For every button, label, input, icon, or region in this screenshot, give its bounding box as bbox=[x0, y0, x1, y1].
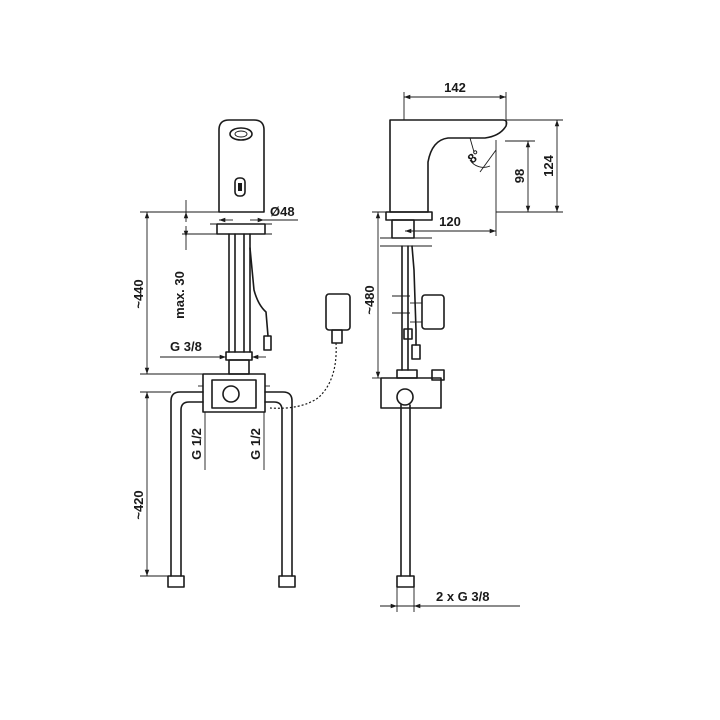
dim-124: 124 bbox=[541, 154, 556, 176]
dim-98: 98 bbox=[512, 169, 527, 183]
left-supply-pipe bbox=[170, 391, 204, 577]
supply-tubes-side bbox=[401, 245, 409, 371]
dim-8-degrees: 8° bbox=[465, 147, 484, 166]
front-view: Ø48 ~440 max. 30 G 3/8 G 1/2 G 1/2 ~420 bbox=[131, 119, 351, 588]
sensor-cable-side bbox=[411, 245, 417, 346]
pipe-fitting-side bbox=[396, 575, 415, 588]
sensor-cable-front bbox=[249, 247, 269, 337]
valve-nut-top bbox=[225, 351, 253, 361]
mounting-flange-front bbox=[216, 223, 266, 235]
control-box-side bbox=[421, 294, 445, 330]
control-box-front bbox=[325, 293, 351, 331]
dim-480: ~480 bbox=[362, 285, 377, 314]
cable-connector-front bbox=[263, 335, 272, 351]
valve-spindle bbox=[222, 385, 240, 403]
dim-420: ~420 bbox=[131, 490, 146, 519]
valve-handle-side bbox=[431, 369, 445, 381]
dim-g12-right: G 1/2 bbox=[248, 428, 263, 460]
left-pipe-fitting bbox=[167, 575, 185, 588]
spout-outlet-front bbox=[229, 127, 253, 141]
control-box-plug bbox=[331, 329, 343, 344]
dim-142: 142 bbox=[444, 80, 466, 95]
sensor-window-icon bbox=[234, 177, 246, 197]
valve-cap-side bbox=[396, 369, 418, 379]
control-box-plug-side bbox=[403, 328, 413, 340]
valve-spindle-side bbox=[396, 388, 414, 406]
supply-pipe-side bbox=[400, 404, 411, 577]
valve-nut-mid bbox=[228, 359, 250, 375]
right-pipe-fitting bbox=[278, 575, 296, 588]
right-supply-pipe bbox=[264, 391, 293, 577]
control-box-cable bbox=[269, 342, 337, 409]
dim-120: 120 bbox=[439, 214, 461, 229]
side-view: 142 8° 98 124 120 ~480 2 x G 3/8 bbox=[362, 80, 563, 612]
valve-block-inner bbox=[211, 379, 257, 409]
dim-2x-g38: 2 x G 3/8 bbox=[436, 589, 489, 604]
dim-g12-left: G 1/2 bbox=[189, 428, 204, 460]
cable-connector-side bbox=[411, 344, 421, 360]
supply-tubes-front bbox=[228, 233, 251, 353]
mounting-flange-side bbox=[385, 211, 433, 221]
dim-max-30: max. 30 bbox=[172, 271, 187, 319]
faucet-body-front bbox=[218, 119, 265, 213]
spout-outlet-inner bbox=[234, 130, 248, 138]
dim-g38-front: G 3/8 bbox=[170, 339, 202, 354]
dim-diameter-48: Ø48 bbox=[270, 204, 295, 219]
dim-440: ~440 bbox=[131, 279, 146, 308]
mount-stud-side bbox=[391, 219, 415, 239]
sensor-lens bbox=[238, 183, 242, 191]
